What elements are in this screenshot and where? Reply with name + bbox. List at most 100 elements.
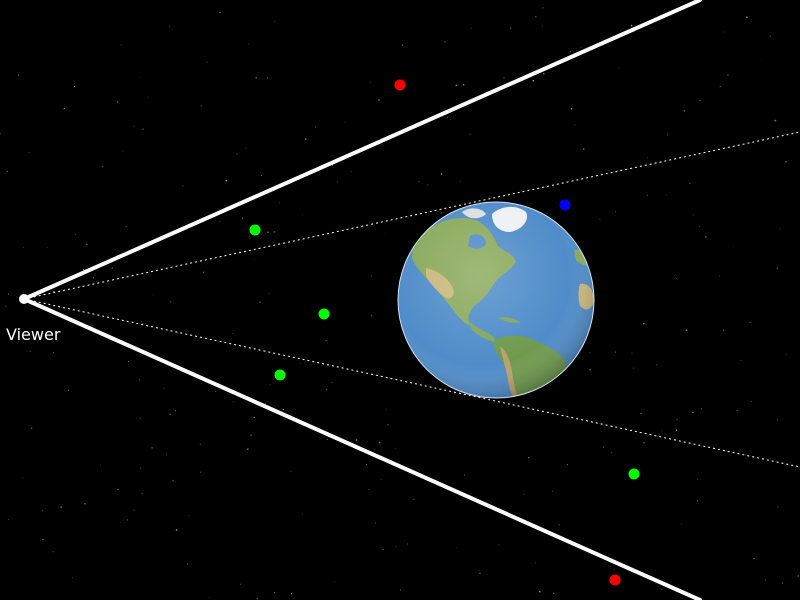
star bbox=[83, 269, 84, 270]
star bbox=[147, 96, 149, 98]
star bbox=[413, 498, 415, 500]
star bbox=[300, 363, 301, 364]
star bbox=[779, 228, 781, 230]
star bbox=[660, 588, 663, 591]
viewer-label: Viewer bbox=[6, 325, 61, 344]
star bbox=[615, 351, 616, 353]
star bbox=[534, 562, 536, 564]
star bbox=[675, 277, 677, 278]
star bbox=[574, 123, 576, 126]
star bbox=[84, 503, 86, 505]
star bbox=[172, 479, 174, 482]
star bbox=[689, 182, 691, 184]
star bbox=[256, 598, 258, 600]
star bbox=[117, 488, 119, 491]
star bbox=[522, 74, 524, 75]
star bbox=[133, 509, 135, 511]
star bbox=[441, 212, 443, 214]
star bbox=[698, 226, 700, 227]
frustum-edge-bottom bbox=[22, 297, 702, 600]
star bbox=[17, 74, 19, 76]
star bbox=[169, 301, 172, 303]
star bbox=[580, 47, 582, 49]
star bbox=[366, 463, 368, 465]
star bbox=[746, 16, 748, 19]
star bbox=[369, 81, 371, 83]
star bbox=[462, 83, 465, 86]
star bbox=[139, 468, 141, 469]
star bbox=[632, 367, 634, 369]
star bbox=[264, 403, 266, 405]
tangent-line-bottom bbox=[23, 298, 800, 468]
star bbox=[235, 153, 238, 155]
tangent-line-top bbox=[23, 131, 800, 300]
star bbox=[542, 73, 545, 75]
star bbox=[631, 352, 633, 354]
star bbox=[174, 409, 177, 412]
sample-point-inside bbox=[318, 308, 330, 320]
star bbox=[603, 446, 605, 448]
star bbox=[542, 7, 544, 9]
star bbox=[553, 50, 555, 52]
star bbox=[534, 15, 537, 18]
star bbox=[71, 577, 73, 578]
star bbox=[418, 180, 420, 183]
star bbox=[618, 67, 620, 69]
star bbox=[246, 448, 249, 450]
star bbox=[5, 305, 7, 308]
star bbox=[41, 509, 43, 511]
star bbox=[126, 519, 129, 521]
star bbox=[611, 452, 613, 454]
star bbox=[239, 583, 241, 585]
star bbox=[133, 125, 134, 127]
star bbox=[332, 164, 333, 166]
star bbox=[92, 277, 95, 279]
star bbox=[685, 329, 688, 332]
star bbox=[464, 474, 466, 476]
star bbox=[785, 354, 787, 356]
star bbox=[378, 441, 381, 444]
star bbox=[142, 128, 144, 130]
sample-point-outside bbox=[394, 79, 406, 91]
star bbox=[776, 418, 778, 420]
star bbox=[630, 24, 633, 27]
star bbox=[418, 210, 420, 212]
star bbox=[498, 544, 500, 546]
star bbox=[646, 194, 649, 197]
star bbox=[455, 84, 458, 87]
star bbox=[797, 575, 800, 577]
star bbox=[163, 387, 165, 389]
star bbox=[132, 199, 134, 201]
star bbox=[225, 179, 228, 182]
star bbox=[6, 170, 9, 173]
star bbox=[128, 360, 130, 363]
star bbox=[120, 44, 122, 46]
star bbox=[282, 408, 285, 411]
star bbox=[326, 438, 328, 441]
star bbox=[139, 378, 141, 380]
star bbox=[503, 77, 505, 79]
star bbox=[570, 107, 573, 110]
star bbox=[350, 171, 352, 173]
star bbox=[769, 35, 772, 38]
star bbox=[764, 579, 766, 581]
star bbox=[245, 147, 247, 149]
star bbox=[199, 471, 202, 473]
star bbox=[100, 464, 102, 466]
star bbox=[290, 592, 293, 595]
star bbox=[200, 105, 203, 107]
star bbox=[46, 247, 48, 248]
star bbox=[459, 180, 461, 182]
star bbox=[139, 76, 141, 78]
sample-point-occluded bbox=[559, 199, 571, 211]
star bbox=[331, 382, 333, 384]
star bbox=[777, 506, 779, 508]
star bbox=[29, 350, 32, 353]
star bbox=[643, 322, 645, 325]
sample-point-inside bbox=[628, 468, 640, 480]
star bbox=[589, 352, 590, 354]
sample-point-inside bbox=[274, 369, 286, 381]
star bbox=[527, 456, 530, 459]
star bbox=[539, 590, 541, 593]
star bbox=[260, 174, 263, 177]
